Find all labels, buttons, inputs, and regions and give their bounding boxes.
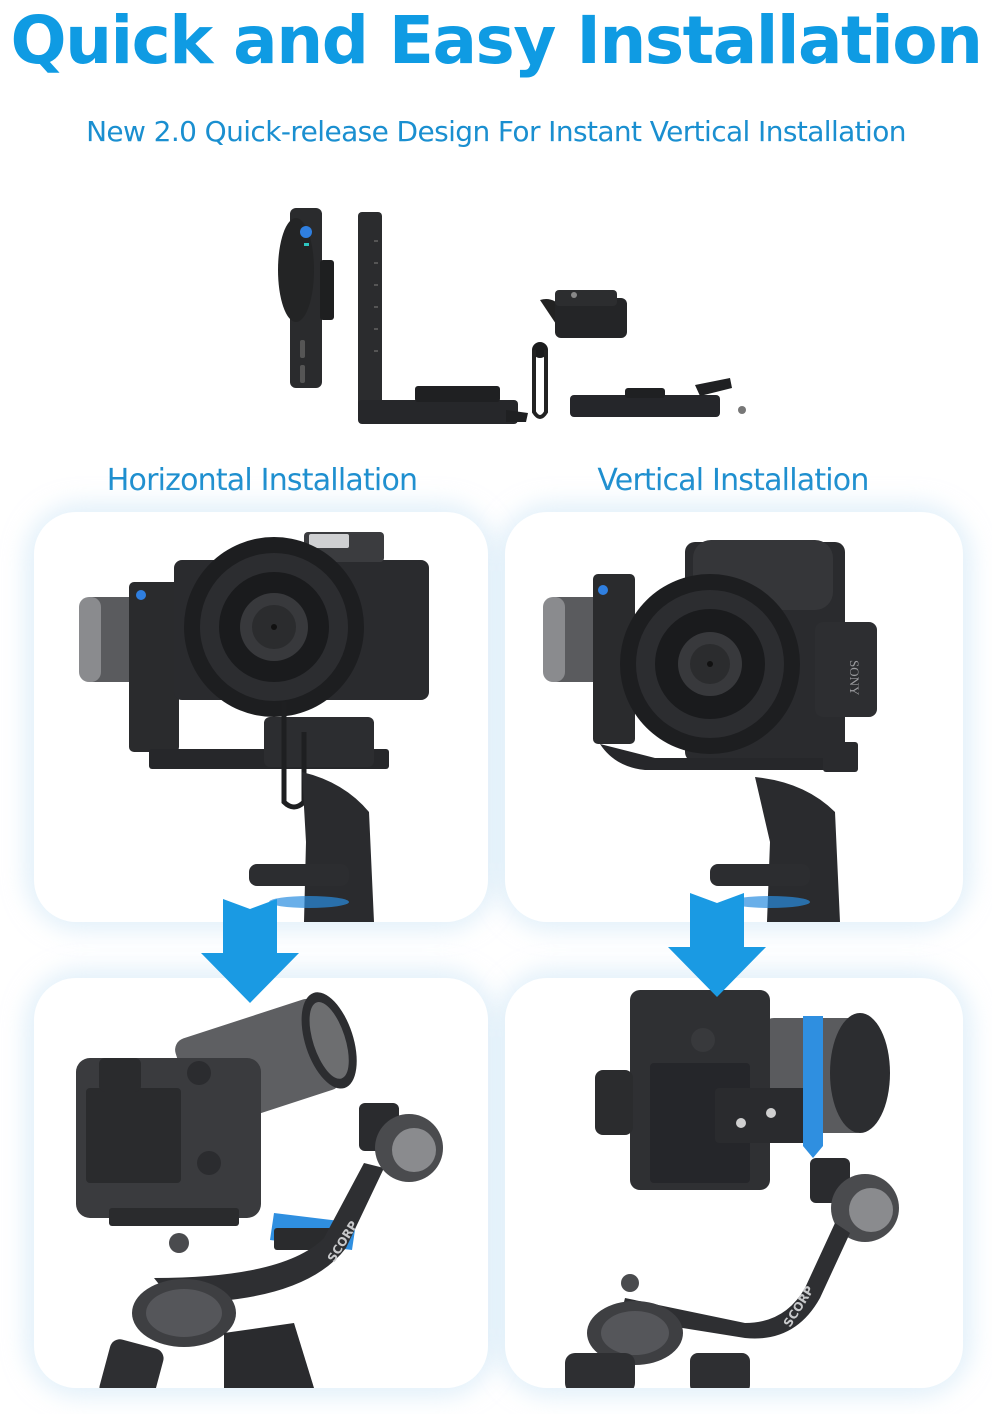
vertical-grip-icon bbox=[278, 208, 334, 388]
gimbal-motor-icon bbox=[543, 574, 635, 744]
horizontal-mounted-image bbox=[34, 512, 488, 922]
clamp-icon bbox=[532, 290, 627, 419]
horizontal-plate-icon bbox=[570, 378, 746, 417]
down-arrow-icon bbox=[199, 895, 301, 1005]
page-title: Quick and Easy Installation bbox=[10, 2, 983, 79]
gimbal-motor-icon bbox=[79, 582, 179, 752]
horizontal-installation-label: Horizontal Installation bbox=[106, 463, 418, 498]
l-bracket-icon bbox=[358, 212, 528, 424]
vertical-detached-image: SCORP bbox=[505, 978, 963, 1388]
down-arrow-icon bbox=[666, 889, 768, 999]
vertical-installation-label: Vertical Installation bbox=[597, 463, 869, 498]
quick-release-parts-image bbox=[270, 200, 750, 430]
camera-brand-text: SONY bbox=[847, 660, 862, 696]
vertical-mounted-image: SONY bbox=[505, 512, 963, 922]
horizontal-detached-image: SCORP bbox=[34, 978, 488, 1388]
page-subtitle: New 2.0 Quick-release Design For Instant… bbox=[86, 115, 906, 148]
